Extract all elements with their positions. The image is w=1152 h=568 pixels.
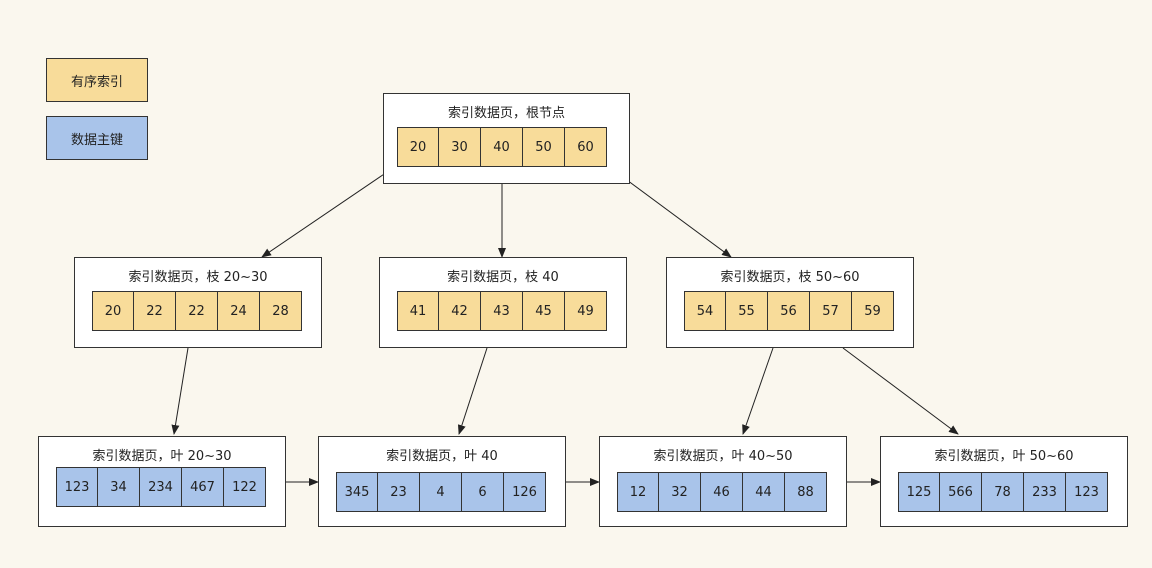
leaf-cell: 44 bbox=[743, 472, 785, 512]
leaf-cell: 78 bbox=[982, 472, 1024, 512]
leaf-page-title: 索引数据页，叶 50~60 bbox=[934, 449, 1074, 464]
leaf-page-2: 索引数据页，叶 40 345 23 4 6 126 bbox=[318, 436, 566, 527]
branch-cell: 20 bbox=[92, 291, 134, 331]
leaf-cells: 123 34 234 467 122 bbox=[56, 467, 266, 507]
leaf-cell: 88 bbox=[785, 472, 827, 512]
legend-primary-key: 数据主键 bbox=[46, 116, 148, 160]
branch-page-title: 索引数据页，枝 40 bbox=[447, 270, 559, 285]
branch-cell: 59 bbox=[852, 291, 894, 331]
leaf-page-3: 索引数据页，叶 40~50 12 32 46 44 88 bbox=[599, 436, 847, 527]
leaf-page-title: 索引数据页，叶 40 bbox=[386, 449, 498, 464]
arrow-branch-2-to-leaf-2 bbox=[457, 347, 488, 435]
leaf-cell: 345 bbox=[336, 472, 378, 512]
branch-cell: 57 bbox=[810, 291, 852, 331]
leaf-page-title: 索引数据页，叶 40~50 bbox=[653, 449, 793, 464]
leaf-page-title: 索引数据页，叶 20~30 bbox=[92, 449, 232, 464]
leaf-page-1: 索引数据页，叶 20~30 123 34 234 467 122 bbox=[38, 436, 286, 527]
legend-ordered-index: 有序索引 bbox=[46, 58, 148, 102]
branch-cell: 24 bbox=[218, 291, 260, 331]
leaf-page-4: 索引数据页，叶 50~60 125 566 78 233 123 bbox=[880, 436, 1128, 527]
leaf-cell: 126 bbox=[504, 472, 546, 512]
branch-cell: 55 bbox=[726, 291, 768, 331]
leaf-cells: 345 23 4 6 126 bbox=[336, 472, 546, 512]
leaf-cells: 12 32 46 44 88 bbox=[617, 472, 827, 512]
leaf-cell: 32 bbox=[659, 472, 701, 512]
root-cell: 60 bbox=[565, 127, 607, 167]
branch-cell: 49 bbox=[565, 291, 607, 331]
branch-cell: 22 bbox=[134, 291, 176, 331]
leaf-cell: 46 bbox=[701, 472, 743, 512]
branch-cell: 42 bbox=[439, 291, 481, 331]
branch-page-3: 索引数据页，枝 50~60 54 55 56 57 59 bbox=[666, 257, 914, 348]
branch-cell: 22 bbox=[176, 291, 218, 331]
leaf-cell: 125 bbox=[898, 472, 940, 512]
branch-cell: 56 bbox=[768, 291, 810, 331]
branch-cell: 43 bbox=[481, 291, 523, 331]
root-cell: 20 bbox=[397, 127, 439, 167]
arrow-branch-3-to-leaf-4 bbox=[842, 347, 959, 435]
branch-cell: 54 bbox=[684, 291, 726, 331]
branch-cells: 20 22 22 24 28 bbox=[92, 291, 302, 331]
branch-cell: 41 bbox=[397, 291, 439, 331]
leaf-cells: 125 566 78 233 123 bbox=[898, 472, 1108, 512]
leaf-cell: 4 bbox=[420, 472, 462, 512]
root-cell: 30 bbox=[439, 127, 481, 167]
leaf-cell: 467 bbox=[182, 467, 224, 507]
leaf-cell: 566 bbox=[940, 472, 982, 512]
leaf-cell: 123 bbox=[56, 467, 98, 507]
leaf-cell: 234 bbox=[140, 467, 182, 507]
arrow-root-to-branch-1 bbox=[261, 165, 397, 258]
branch-cells: 54 55 56 57 59 bbox=[684, 291, 894, 331]
branch-page-title: 索引数据页，枝 50~60 bbox=[720, 270, 860, 285]
root-page: 索引数据页，根节点 20 30 40 50 60 bbox=[383, 93, 630, 184]
root-cell: 50 bbox=[523, 127, 565, 167]
leaf-cell: 6 bbox=[462, 472, 504, 512]
root-page-title: 索引数据页，根节点 bbox=[447, 106, 565, 121]
leaf-cell: 122 bbox=[224, 467, 266, 507]
branch-page-2: 索引数据页，枝 40 41 42 43 45 49 bbox=[379, 257, 627, 348]
root-cell: 40 bbox=[481, 127, 523, 167]
branch-cell: 28 bbox=[260, 291, 302, 331]
root-cells: 20 30 40 50 60 bbox=[397, 127, 607, 167]
arrow-branch-3-to-leaf-3 bbox=[742, 347, 774, 435]
leaf-cell: 12 bbox=[617, 472, 659, 512]
branch-cells: 41 42 43 45 49 bbox=[397, 291, 607, 331]
legend-primary-key-label: 数据主键 bbox=[70, 132, 123, 148]
branch-cell: 45 bbox=[523, 291, 565, 331]
legend-ordered-index-label: 有序索引 bbox=[70, 74, 123, 90]
branch-page-1: 索引数据页，枝 20~30 20 22 22 24 28 bbox=[74, 257, 322, 348]
leaf-cell: 34 bbox=[98, 467, 140, 507]
branch-page-title: 索引数据页，枝 20~30 bbox=[128, 270, 268, 285]
leaf-cell: 233 bbox=[1024, 472, 1066, 512]
leaf-cell: 23 bbox=[378, 472, 420, 512]
leaf-cell: 123 bbox=[1066, 472, 1108, 512]
arrow-branch-1-to-leaf-1 bbox=[171, 347, 189, 435]
